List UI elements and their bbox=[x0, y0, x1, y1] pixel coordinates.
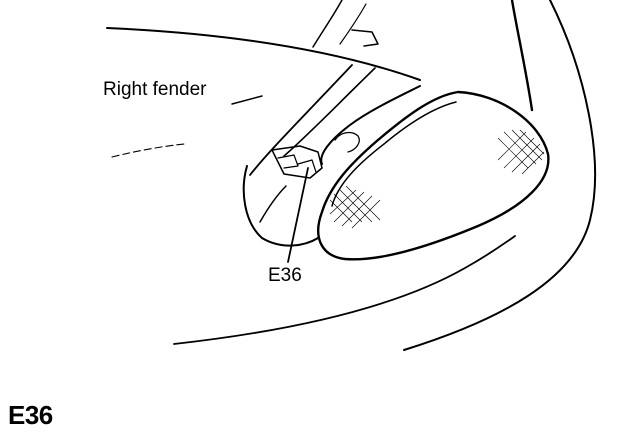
lens-hatching-left bbox=[329, 185, 381, 229]
fender-label: Right fender bbox=[103, 79, 207, 100]
fender-outer-sweep bbox=[403, 0, 596, 351]
socket-detail-lower bbox=[297, 159, 317, 173]
socket-detail-upper bbox=[277, 154, 299, 169]
bulb-socket bbox=[271, 145, 323, 179]
pillar-line-left bbox=[312, 0, 343, 48]
fender-lower-curve bbox=[173, 235, 516, 345]
fender-contour-upper bbox=[249, 64, 353, 176]
fender-contour-lower bbox=[283, 67, 376, 157]
callout-leader-line bbox=[287, 167, 309, 263]
lamp-housing-shell bbox=[320, 85, 421, 165]
lamp-lower-segment bbox=[231, 95, 263, 105]
fender-top-edge bbox=[106, 27, 421, 81]
pillar-bracket bbox=[351, 29, 379, 47]
socket-retainer bbox=[334, 131, 360, 153]
callout-label: E36 bbox=[268, 265, 302, 286]
lamp-recess bbox=[242, 165, 319, 247]
lens-inner-edge bbox=[331, 101, 457, 207]
figure-code: E36 bbox=[8, 400, 53, 430]
turn-signal-lens bbox=[317, 90, 550, 261]
wheel-arch-hint bbox=[111, 143, 185, 158]
pillar-line-right bbox=[339, 3, 367, 45]
lamp-recess-inner-edge bbox=[259, 185, 287, 223]
lens-hatching-right bbox=[497, 129, 545, 175]
background-stroke-upper-right bbox=[510, 0, 534, 112]
